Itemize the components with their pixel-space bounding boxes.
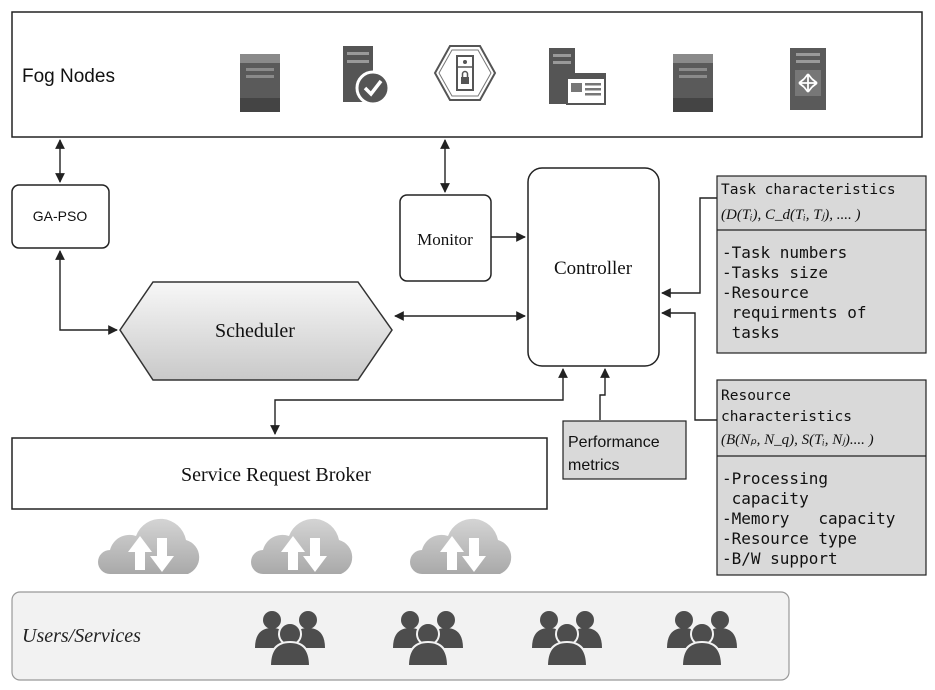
server-tower-icon <box>673 54 713 112</box>
router-server-icon <box>789 47 827 111</box>
ga-pso-box <box>11 184 110 249</box>
task-item: -Task numbers <box>722 243 847 262</box>
performance-metrics-line2: metrics <box>568 457 620 474</box>
cloud-upload-download-icon <box>98 518 200 574</box>
monitor-box <box>399 194 492 282</box>
arrow-ga-pso-scheduler <box>55 250 118 335</box>
resource-item: -Memory capacity <box>722 509 896 528</box>
arrow-task-panel-controller <box>661 197 717 298</box>
monitor-label: Monitor <box>417 230 473 249</box>
fog-nodes-label: Fog Nodes <box>22 66 115 87</box>
server-tower-icon <box>240 54 280 112</box>
resource-characteristics-title-line1: Resource <box>721 388 791 404</box>
controller-label: Controller <box>554 258 633 279</box>
resource-item: capacity <box>722 489 809 508</box>
task-characteristics-title: Task characteristics <box>721 182 896 198</box>
scheduler-label: Scheduler <box>215 320 295 342</box>
task-item: requirments of <box>722 303 867 322</box>
resource-item: -Processing <box>722 469 828 488</box>
performance-metrics-box <box>562 420 687 480</box>
service-request-broker-box <box>11 437 548 510</box>
resource-characteristics-panel <box>716 379 927 576</box>
arrow-performance-controller <box>599 368 610 420</box>
service-request-broker-label: Service Request Broker <box>181 464 371 486</box>
arrow-broker-controller <box>270 368 568 435</box>
controller-box <box>527 167 660 367</box>
cloud-upload-download-icon <box>251 518 353 574</box>
task-item: -Resource <box>722 283 809 302</box>
scheduler-shape <box>119 281 393 381</box>
performance-metrics-line1: Performance <box>568 434 660 451</box>
task-characteristics-formula: (D(Tᵢ), C_d(Tᵢ, Tⱼ), .... ) <box>721 207 860 223</box>
resource-item: -Resource type <box>722 529 857 548</box>
connectors <box>55 139 717 435</box>
resource-characteristics-formula: (B(Nₚ, N_q), S(Tᵢ, Nⱼ).... ) <box>721 432 874 448</box>
task-item: -Tasks size <box>722 263 828 282</box>
task-item: tasks <box>722 323 780 342</box>
task-characteristics-panel <box>716 175 927 354</box>
resource-characteristics-title-line2: characteristics <box>721 409 852 425</box>
arrow-resource-panel-controller <box>661 308 717 421</box>
cloud-row <box>98 518 512 574</box>
resource-item: -B/W support <box>722 549 838 568</box>
users-services-label: Users/Services <box>22 625 141 647</box>
cloud-upload-download-icon <box>410 518 512 574</box>
ga-pso-label: GA-PSO <box>33 208 88 224</box>
